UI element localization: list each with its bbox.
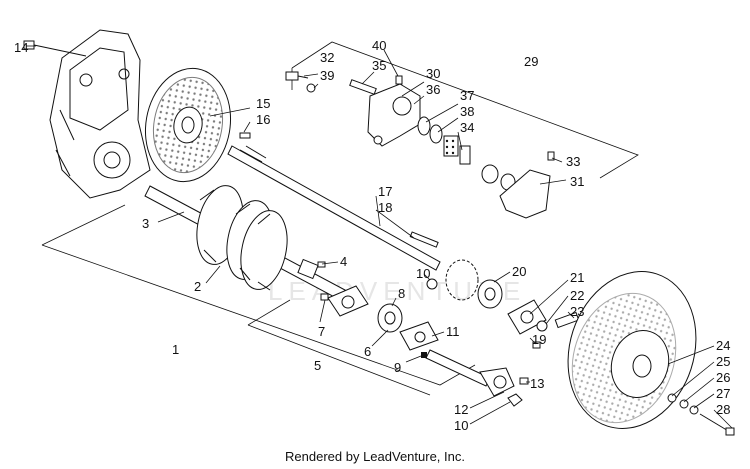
track-sprockets [196,185,288,291]
callout-14: 14 [14,40,28,55]
bleeder-33 [547,151,555,161]
callout-10-upper: 10 [416,266,430,281]
gear-ring [445,259,479,301]
callout-4: 4 [340,254,347,269]
key-16 [239,132,251,139]
bearing-8 [377,303,403,333]
callout-33: 33 [566,154,580,169]
callout-32: 32 [320,50,334,65]
caliper-housing-30 [367,83,421,147]
gear-case [49,29,151,199]
callout-12: 12 [454,402,468,417]
callout-13: 13 [530,376,544,391]
callout-7: 7 [318,324,325,339]
callout-9: 9 [394,360,401,375]
bolt-7 [320,293,329,301]
callout-11: 11 [446,324,460,339]
setscrew-4 [317,261,326,268]
callout-29: 29 [524,54,538,69]
leader-lines [26,45,733,429]
bolt-19 [532,341,541,349]
washer-39 [306,83,316,93]
callout-1: 1 [172,342,179,357]
callout-21: 21 [570,270,584,285]
flange-11 [399,321,439,351]
callout-15: 15 [256,96,270,111]
callout-37: 37 [460,88,474,103]
callout-19: 19 [532,332,546,347]
piston-seals [417,116,443,144]
callout-labels: 14 15 16 3 2 1 17 18 4 7 8 6 5 11 9 10 1… [14,38,730,433]
callout-25: 25 [716,354,730,369]
spacer-23 [554,311,580,329]
jackshaft [227,145,441,271]
callout-30: 30 [426,66,440,81]
callout-16: 16 [256,112,270,127]
caliper-housing-31 [481,164,551,219]
callout-36: 36 [426,82,440,97]
bolt-13 [519,377,529,385]
callout-2: 2 [194,279,201,294]
stub-shaft [425,349,515,397]
clutch-bolt-28 [699,413,735,436]
callout-26: 26 [716,370,730,385]
callout-28: 28 [716,402,730,417]
callout-17: 17 [378,184,392,199]
callout-23: 23 [570,304,584,319]
callout-31: 31 [570,174,584,189]
bolt-14 [23,40,87,57]
callout-5: 5 [314,358,321,373]
nut-10-lower [507,393,523,407]
nut-10-upper [426,278,438,290]
bolt-32 [285,71,309,81]
brake-disc [144,67,232,183]
driven-clutch [567,271,697,429]
callout-34: 34 [460,120,474,135]
credit-line: Rendered by LeadVenture, Inc. [285,449,465,464]
callout-22: 22 [570,288,584,303]
bolt-9 [421,352,427,358]
key-18 [409,231,439,248]
washer-22 [536,320,548,332]
pin-35 [349,79,377,95]
clutch-washers [667,393,699,415]
callout-40: 40 [372,38,386,53]
jackshaft-bearing-20 [477,279,503,309]
callout-6: 6 [364,344,371,359]
callout-20: 20 [512,264,526,279]
drive-shaft [144,185,346,301]
callout-10-lower: 10 [454,418,468,433]
brake-pads [443,135,471,165]
bearing-flange-4 [327,285,369,317]
callout-27: 27 [716,386,730,401]
callout-8: 8 [398,286,405,301]
callout-38: 38 [460,104,474,119]
callout-39: 39 [320,68,334,83]
bleeder-40 [395,75,403,85]
callout-18: 18 [378,200,392,215]
callout-24: 24 [716,338,730,353]
callout-3: 3 [142,216,149,231]
callout-35: 35 [372,58,386,73]
